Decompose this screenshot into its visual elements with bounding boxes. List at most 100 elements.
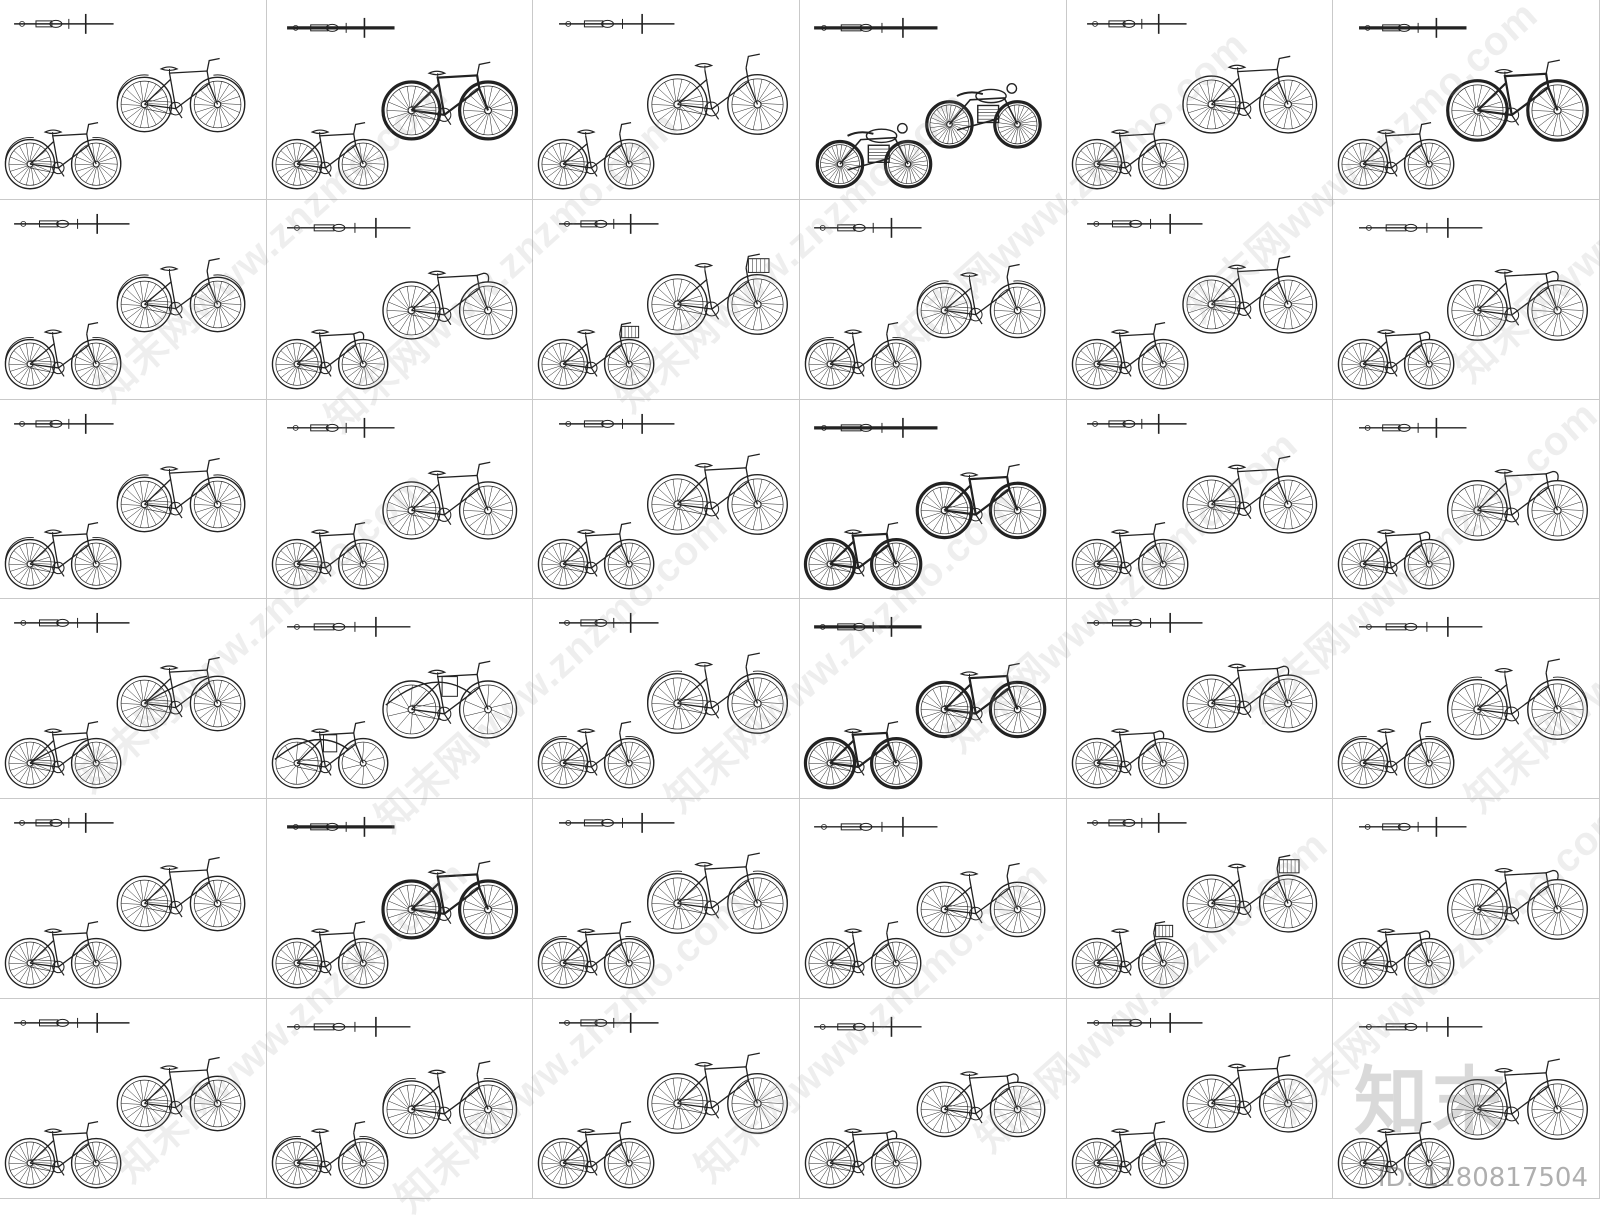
- wheel: [271, 338, 322, 390]
- wheel: [1447, 679, 1509, 741]
- wheel: [116, 76, 173, 133]
- thumbnail-cell[interactable]: [533, 799, 800, 1000]
- bike-side-view: [1447, 268, 1589, 341]
- bike-top-view: [814, 417, 938, 438]
- thumbnail-cell[interactable]: [266, 999, 534, 1199]
- bike-side-view: [1446, 59, 1590, 142]
- bike-side-view: [1338, 529, 1455, 590]
- bike-side-view: [1338, 928, 1455, 989]
- thumbnail-cell[interactable]: [799, 599, 1067, 800]
- thumbnail-cell[interactable]: [266, 799, 534, 1000]
- wheel: [1527, 679, 1589, 741]
- bike-side-view: [804, 921, 922, 989]
- bike-drawing: [271, 17, 518, 190]
- thumbnail-cell[interactable]: [1333, 799, 1600, 1000]
- thumbnail-cell[interactable]: [266, 0, 534, 200]
- wheel: [804, 338, 856, 390]
- thumbnail-cell[interactable]: [799, 0, 1067, 200]
- bike-top-view: [14, 413, 114, 434]
- bike-drawing: [803, 617, 1047, 790]
- wheel: [870, 1138, 922, 1189]
- bike-top-view: [559, 213, 659, 234]
- bike-top-view: [14, 213, 130, 234]
- thumbnail-cell[interactable]: [799, 199, 1067, 400]
- wheel: [1527, 479, 1589, 541]
- thumbnail-cell[interactable]: [1066, 999, 1334, 1199]
- wheel: [1404, 338, 1455, 390]
- thumbnail-cell[interactable]: [1066, 599, 1334, 800]
- bike-top-view: [286, 17, 395, 38]
- thumbnail-cell[interactable]: [533, 199, 800, 400]
- bike-side-view: [271, 521, 389, 590]
- wheel: [70, 538, 122, 590]
- thumbnail-cell[interactable]: [0, 599, 267, 800]
- bike-side-view: [116, 857, 246, 932]
- thumbnail-cell[interactable]: [1066, 199, 1334, 400]
- thumbnail-cell[interactable]: [533, 999, 800, 1199]
- wheel: [1526, 79, 1590, 142]
- thumbnail-cell[interactable]: [533, 399, 800, 600]
- thumbnail-cell[interactable]: [533, 0, 800, 200]
- wheel: [337, 938, 389, 989]
- thumbnail-cell[interactable]: [0, 0, 267, 200]
- wheel: [870, 338, 922, 390]
- wheel: [870, 537, 923, 590]
- bike-drawing: [4, 813, 246, 989]
- thumbnail-cell[interactable]: [266, 599, 534, 800]
- wheel: [1258, 874, 1317, 933]
- wheel: [1137, 538, 1189, 590]
- wheel: [70, 938, 122, 989]
- bike-drawing: [1071, 1013, 1317, 1189]
- bike-top-view: [14, 613, 130, 634]
- bike-side-view: [538, 721, 655, 789]
- bike-top-view: [1086, 13, 1187, 34]
- thumbnail-cell[interactable]: [266, 399, 534, 600]
- thumbnail-cell[interactable]: [1066, 0, 1334, 200]
- bike-side-view: [803, 721, 923, 790]
- thumbnail-cell[interactable]: [1333, 0, 1600, 200]
- wheel: [815, 139, 865, 189]
- bike-drawing: [1338, 1017, 1589, 1189]
- wheel: [1404, 1138, 1455, 1189]
- wheel: [458, 680, 517, 740]
- wheel: [727, 273, 789, 335]
- bike-side-view: [4, 721, 122, 789]
- thumbnail-cell[interactable]: [0, 399, 267, 600]
- wheel: [604, 938, 655, 989]
- thumbnail-cell[interactable]: [1066, 399, 1334, 600]
- bike-side-view: [1071, 1121, 1189, 1189]
- thumbnail-cell[interactable]: [0, 199, 267, 400]
- bike-side-view: [916, 263, 1046, 339]
- thumbnail-cell[interactable]: [0, 799, 267, 1000]
- bike-drawing: [1071, 813, 1317, 989]
- bike-side-view: [271, 1121, 389, 1189]
- bike-drawing: [271, 1017, 517, 1189]
- thumbnail-cell[interactable]: [1333, 599, 1600, 800]
- wheel: [1258, 474, 1317, 534]
- bike-top-view: [1359, 1017, 1483, 1037]
- wheel: [1527, 879, 1589, 941]
- thumbnail-cell[interactable]: [1333, 199, 1600, 400]
- wheel: [337, 1138, 389, 1189]
- bike-top-view: [814, 1017, 922, 1037]
- thumbnail-cell[interactable]: [1066, 799, 1334, 1000]
- wheel: [727, 473, 789, 535]
- thumbnail-cell[interactable]: [799, 399, 1067, 600]
- thumbnail-cell[interactable]: [533, 599, 800, 800]
- thumbnail-cell[interactable]: [1333, 999, 1600, 1199]
- thumbnail-cell[interactable]: [0, 999, 267, 1199]
- wheel: [989, 881, 1046, 938]
- bike-side-view: [271, 921, 389, 989]
- bike-drawing: [803, 417, 1047, 590]
- wheel: [727, 1073, 789, 1135]
- bike-drawing: [1338, 217, 1589, 390]
- bike-top-view: [1086, 813, 1187, 834]
- bike-side-view: [271, 121, 389, 190]
- bike-top-view: [1359, 217, 1483, 238]
- thumbnail-cell[interactable]: [1333, 399, 1600, 600]
- bike-side-view: [381, 661, 517, 740]
- thumbnail-cell[interactable]: [799, 999, 1067, 1199]
- thumbnail-cell[interactable]: [799, 799, 1067, 1000]
- thumbnail-cell[interactable]: [266, 199, 534, 400]
